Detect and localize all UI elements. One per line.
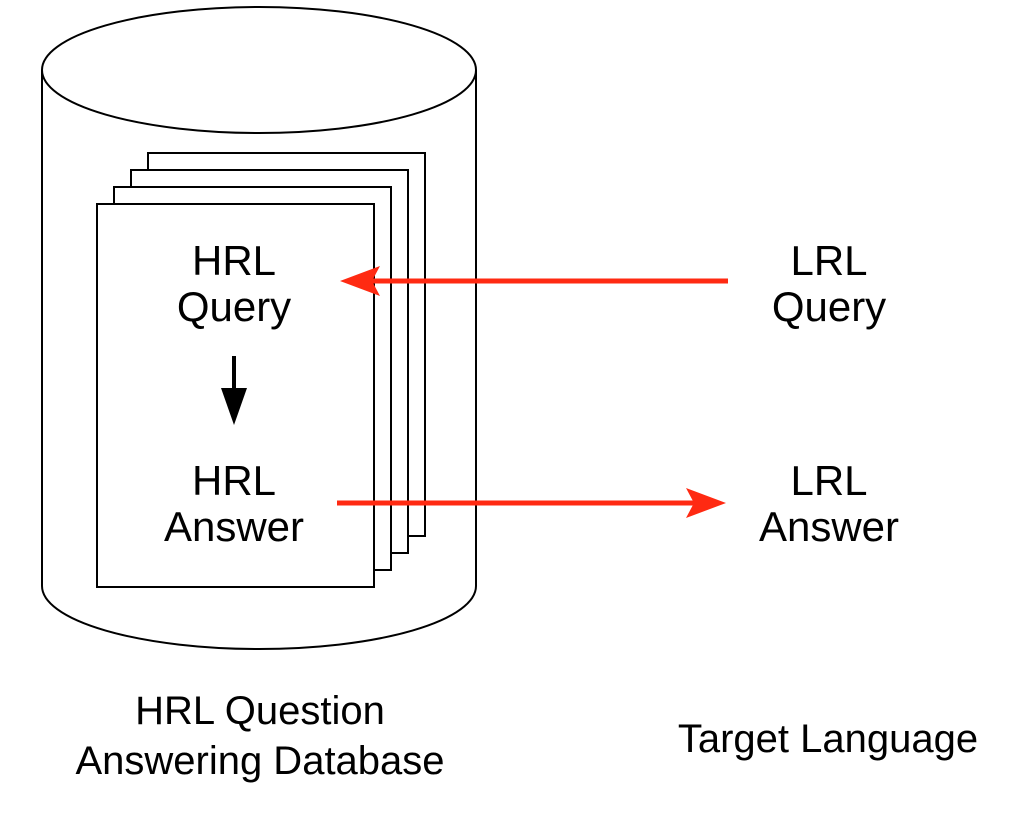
hrl-answer-to-lrl-answer-arrow bbox=[337, 488, 726, 518]
database-caption: HRL Question Answering Database bbox=[30, 686, 490, 786]
hrl-answer-line2: Answer bbox=[163, 503, 305, 550]
target-language-caption: Target Language bbox=[650, 714, 1006, 764]
hrl-query-line2: Query bbox=[176, 283, 292, 330]
lrl-answer-line1: LRL bbox=[790, 457, 868, 504]
lrl-answer-line2: Answer bbox=[758, 503, 900, 550]
cylinder-top bbox=[41, 6, 477, 134]
hrl-query-line1: HRL bbox=[191, 237, 277, 284]
hrl-query-label: HRL Query bbox=[134, 238, 334, 330]
hrl-answer-line1: HRL bbox=[191, 457, 277, 504]
lrl-query-line2: Query bbox=[771, 283, 887, 330]
database-caption-line2: Answering Database bbox=[75, 739, 445, 783]
lrl-query-line1: LRL bbox=[790, 237, 868, 284]
lrl-query-to-hrl-query-arrow bbox=[340, 266, 728, 296]
lrl-query-label: LRL Query bbox=[729, 238, 929, 330]
query-to-answer-arrow bbox=[221, 356, 247, 425]
hrl-answer-label: HRL Answer bbox=[134, 458, 334, 550]
target-language-caption-text: Target Language bbox=[677, 717, 979, 761]
database-caption-line1: HRL Question bbox=[135, 689, 385, 733]
lrl-answer-label: LRL Answer bbox=[729, 458, 929, 550]
